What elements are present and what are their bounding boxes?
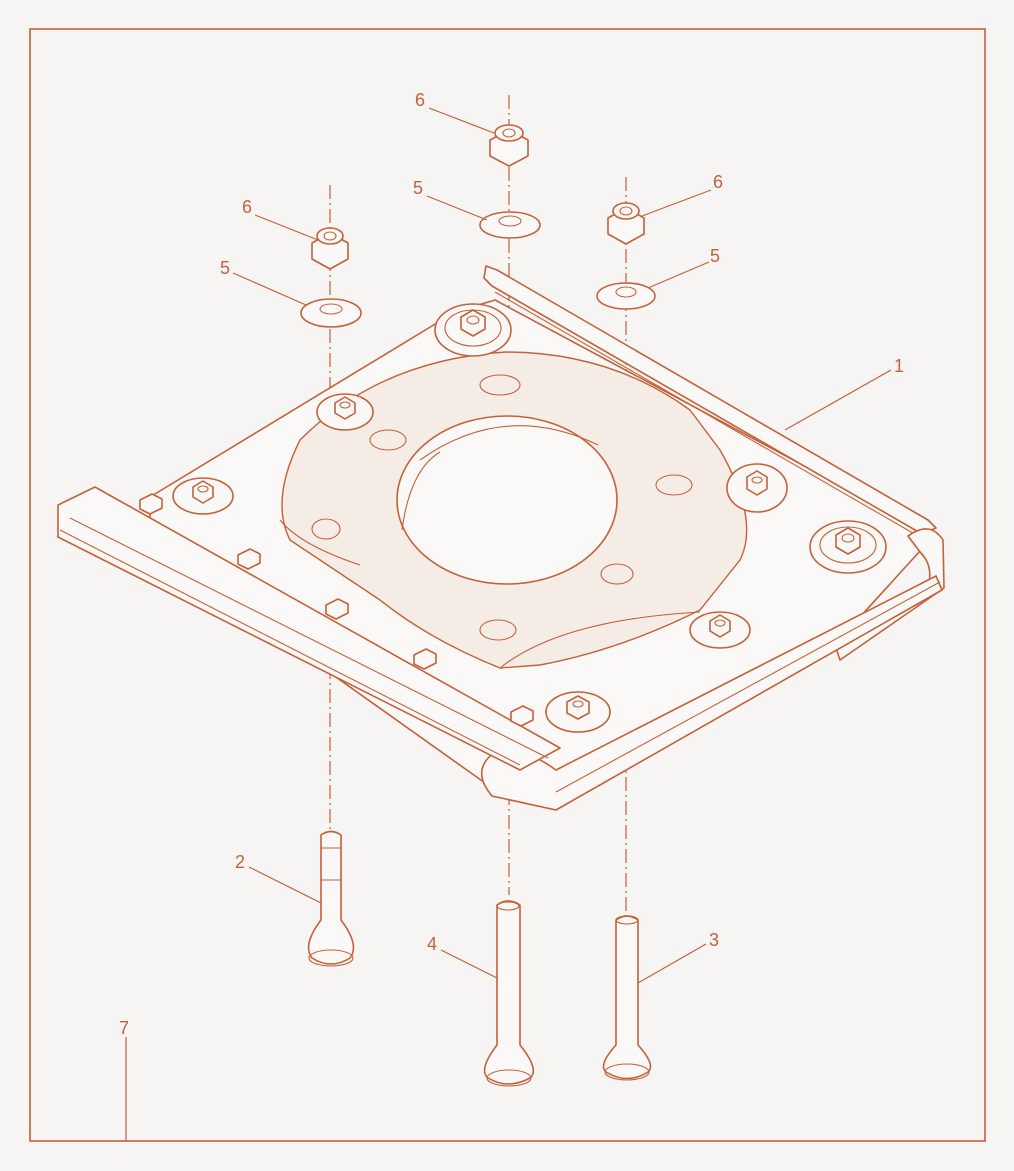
leader-lines xyxy=(125,107,892,1141)
callout-6-center: 6 xyxy=(415,90,425,110)
washer-center xyxy=(479,211,541,239)
callout-1: 1 xyxy=(894,356,904,376)
callout-6-left: 6 xyxy=(242,197,252,217)
bolt-short xyxy=(307,830,355,967)
base-plate xyxy=(57,265,945,811)
lock-nut-right xyxy=(607,202,645,245)
lock-nut-center xyxy=(489,124,529,167)
bolt-long-right xyxy=(602,915,652,1081)
drawing-frame xyxy=(29,28,986,1142)
lock-nut-left xyxy=(311,227,349,270)
callout-5-center: 5 xyxy=(413,178,423,198)
washer-left xyxy=(300,298,362,328)
callout-6-right: 6 xyxy=(713,172,723,192)
bolt-long-center xyxy=(483,900,535,1087)
callout-5-left: 5 xyxy=(220,258,230,278)
callout-2: 2 xyxy=(235,852,245,872)
callout-4: 4 xyxy=(427,934,437,954)
callout-5-right: 5 xyxy=(710,246,720,266)
callout-7: 7 xyxy=(119,1018,129,1038)
washer-right xyxy=(596,282,656,310)
callout-3: 3 xyxy=(709,930,719,950)
